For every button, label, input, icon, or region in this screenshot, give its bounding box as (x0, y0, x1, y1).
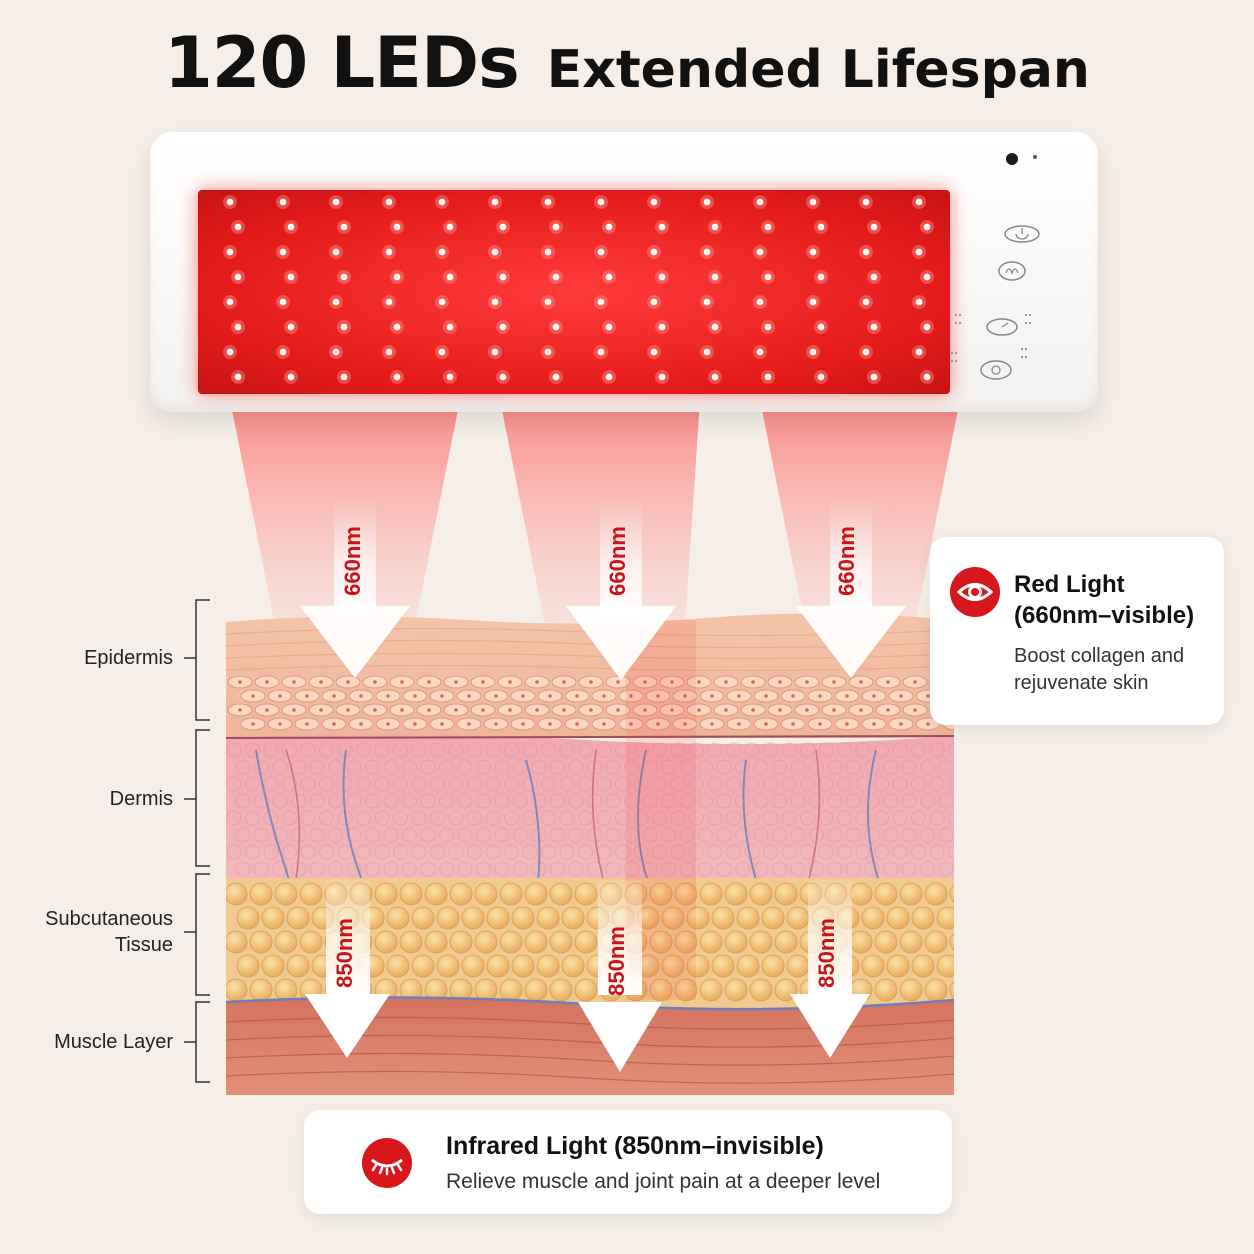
mode-button[interactable] (992, 260, 1032, 282)
eye-icon (950, 567, 1000, 617)
red-light-card: Red Light (660nm–visible) Boost collagen… (930, 537, 1224, 725)
title-lifespan: Extended Lifespan (546, 40, 1090, 100)
ir-wavelength-label: 850nm (603, 926, 629, 996)
layer-label-dermis: Dermis (109, 788, 173, 810)
led-panel (198, 190, 950, 394)
led-device (150, 132, 1098, 412)
red-light-description: Boost collagen and rejuvenate skin (1014, 645, 1185, 694)
power-button[interactable] (1002, 224, 1042, 244)
ir-arrow (578, 880, 662, 1072)
timer-button[interactable] (980, 316, 1024, 338)
title-led-count: 120 LEDs (164, 22, 520, 104)
infrared-light-description: Relieve muscle and joint pain at a deepe… (446, 1170, 881, 1193)
red-wavelength-label: 660nm (833, 526, 859, 596)
red-light-heading: Red Light (660nm–visible) (1014, 569, 1194, 631)
layer-label-subcutaneous: Subcutaneous Tissue (45, 908, 173, 956)
infrared-light-heading: Infrared Light (850nm–invisible) (446, 1132, 824, 1160)
layer-brackets (184, 599, 210, 1083)
infrared-light-card: Infrared Light (850nm–invisible) Relieve… (304, 1110, 952, 1214)
closed-eye-icon (362, 1138, 412, 1188)
layer-label-epidermis: Epidermis (84, 647, 173, 669)
red-wavelength-label: 660nm (339, 526, 365, 596)
ir-wavelength-label: 850nm (331, 918, 357, 988)
page-title: 120 LEDs Extended Lifespan (0, 22, 1254, 104)
brightness-button[interactable] (974, 358, 1018, 382)
ir-wavelength-label: 850nm (813, 918, 839, 988)
indicator-light-icon (1005, 152, 1045, 166)
red-light-heading-line2: (660nm–visible) (1014, 602, 1195, 629)
red-arrow (300, 500, 410, 678)
red-wavelength-label: 660nm (604, 526, 630, 596)
control-markings-icon (951, 314, 1031, 362)
red-arrow (796, 500, 906, 678)
red-arrow (566, 500, 676, 680)
ir-arrow (790, 880, 870, 1058)
red-light-heading-line1: Red Light (1014, 571, 1125, 598)
ir-arrow (305, 880, 390, 1058)
led-grid (223, 195, 934, 384)
layer-label-muscle: Muscle Layer (54, 1031, 173, 1053)
